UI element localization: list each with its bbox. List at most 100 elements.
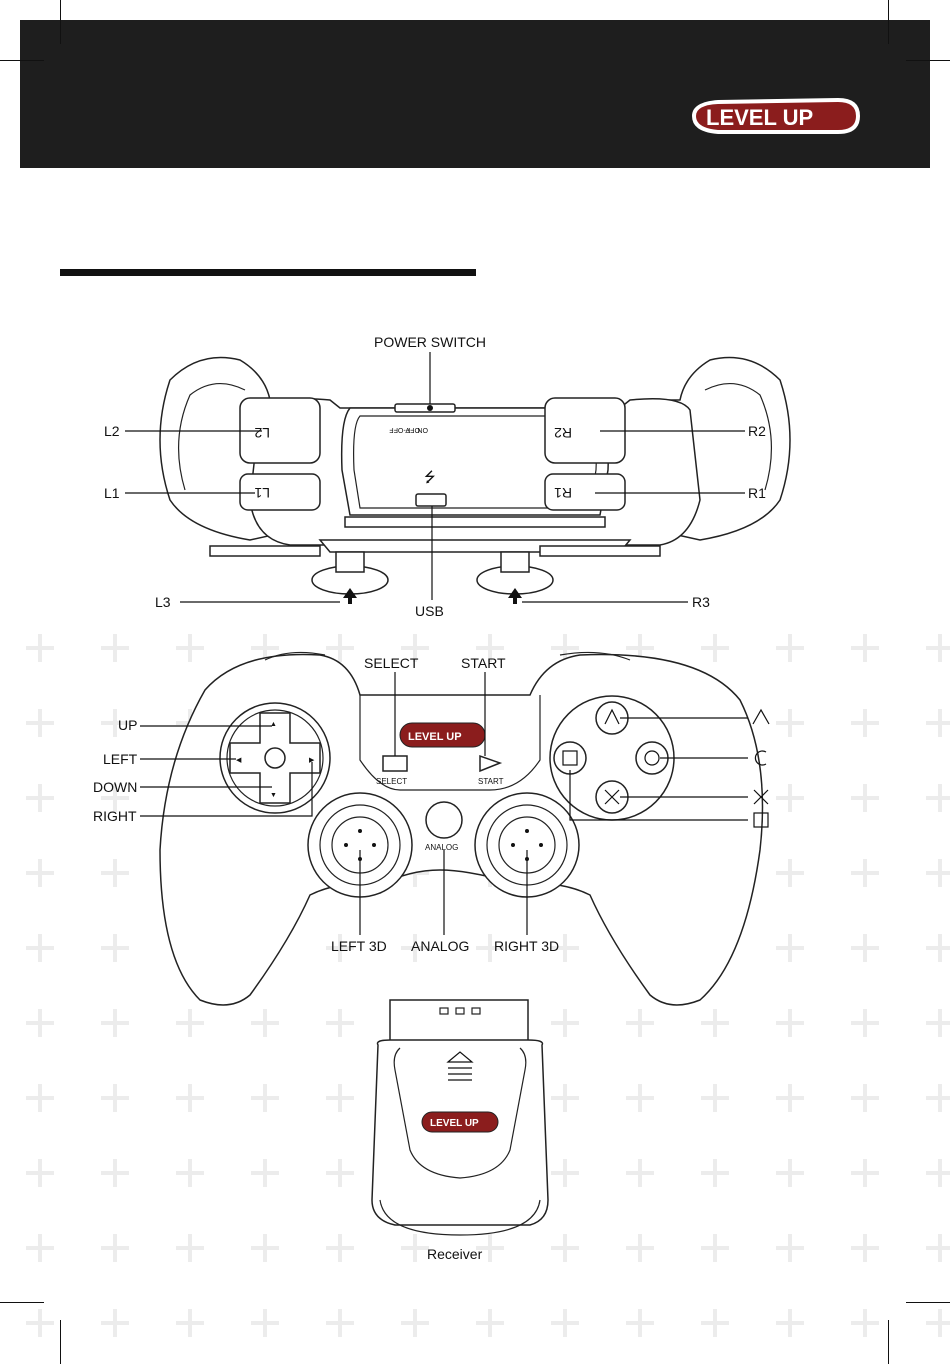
plus-mark	[101, 1159, 129, 1187]
plus-mark	[401, 1309, 429, 1337]
plus-mark	[251, 1009, 279, 1037]
plus-mark	[851, 709, 879, 737]
plus-mark	[926, 1234, 950, 1262]
plus-mark	[476, 1309, 504, 1337]
plus-mark	[326, 1009, 354, 1037]
plus-mark	[851, 634, 879, 662]
analog-small-label: ANALOG	[425, 843, 458, 852]
plus-mark	[326, 1159, 354, 1187]
plus-mark	[26, 934, 54, 962]
switch-on-label: ON	[418, 426, 429, 433]
l1-button	[240, 474, 320, 510]
plus-mark	[926, 784, 950, 812]
plus-mark	[926, 1159, 950, 1187]
left-callout: LEFT	[103, 751, 138, 767]
plus-mark	[851, 784, 879, 812]
plus-mark	[551, 1309, 579, 1337]
plus-mark	[776, 1159, 804, 1187]
plus-mark	[251, 1309, 279, 1337]
receiver: LEVEL UP Receiver	[372, 1000, 548, 1262]
plus-mark	[776, 1009, 804, 1037]
receiver-caption: Receiver	[427, 1246, 483, 1262]
plus-mark	[626, 1084, 654, 1112]
right-callout: RIGHT	[93, 808, 137, 824]
plus-mark	[701, 1009, 729, 1037]
body-logo-text: LEVEL UP	[408, 731, 462, 743]
plus-mark	[851, 934, 879, 962]
plus-mark	[776, 709, 804, 737]
plus-mark	[551, 1084, 579, 1112]
plus-mark	[776, 934, 804, 962]
plus-mark	[26, 1159, 54, 1187]
usb-icon: ⭍	[424, 470, 436, 486]
plus-mark	[701, 634, 729, 662]
plus-mark	[176, 1309, 204, 1337]
square-button	[554, 742, 586, 774]
plus-mark	[776, 859, 804, 887]
plus-mark	[101, 934, 129, 962]
plus-mark	[926, 634, 950, 662]
plus-mark	[251, 1234, 279, 1262]
plus-mark	[551, 1009, 579, 1037]
plus-mark	[701, 1084, 729, 1112]
r1-button-label: R1	[554, 485, 572, 501]
plus-mark	[176, 1009, 204, 1037]
l1-callout: L1	[104, 485, 120, 501]
analog-button	[426, 802, 462, 838]
plus-mark	[326, 1309, 354, 1337]
start-small-label: START	[478, 777, 504, 786]
plus-mark	[701, 1159, 729, 1187]
plus-mark	[926, 1309, 950, 1337]
l3-callout: L3	[155, 594, 171, 610]
r3-callout: R3	[692, 594, 710, 610]
triangle-symbol-icon	[753, 710, 769, 724]
plus-mark	[926, 709, 950, 737]
receiver-logo-text: LEVEL UP	[430, 1118, 479, 1129]
select-button	[383, 756, 407, 771]
plus-mark	[551, 1159, 579, 1187]
plus-mark	[251, 1084, 279, 1112]
plus-mark	[176, 634, 204, 662]
l2-callout: L2	[104, 423, 120, 439]
plus-mark	[26, 1234, 54, 1262]
left-3d-callout: LEFT 3D	[331, 938, 387, 954]
plus-mark	[626, 1309, 654, 1337]
plus-mark	[626, 1159, 654, 1187]
plus-mark	[776, 784, 804, 812]
controller-front-view: LEVEL UP ▲ ▼ ◀ ▶ SELECT START ANALOG	[93, 652, 769, 1005]
plus-mark	[401, 1234, 429, 1262]
plus-mark	[101, 1234, 129, 1262]
plus-mark	[926, 1084, 950, 1112]
plus-mark	[551, 1234, 579, 1262]
plus-mark	[26, 1309, 54, 1337]
plus-mark	[851, 1159, 879, 1187]
plus-mark	[176, 1159, 204, 1187]
plus-mark	[326, 1084, 354, 1112]
plus-mark	[851, 1009, 879, 1037]
plus-mark	[26, 1009, 54, 1037]
plus-mark	[701, 1309, 729, 1337]
plus-mark	[776, 1309, 804, 1337]
plus-mark	[926, 859, 950, 887]
switch-voff-label: V-OFF	[389, 426, 410, 433]
plus-mark	[26, 859, 54, 887]
plus-mark	[101, 1309, 129, 1337]
analog-callout: ANALOG	[411, 938, 469, 954]
body-logo: LEVEL UP	[400, 723, 485, 747]
plus-mark	[176, 1084, 204, 1112]
select-small-label: SELECT	[376, 777, 407, 786]
plus-mark	[251, 1159, 279, 1187]
plus-mark	[776, 1084, 804, 1112]
plus-mark	[176, 1234, 204, 1262]
dpad-up-icon: ▲	[270, 721, 277, 728]
dpad-down-icon: ▼	[270, 792, 277, 799]
plus-mark	[851, 1309, 879, 1337]
plus-mark	[326, 1234, 354, 1262]
l2-button-label: L2	[254, 425, 270, 441]
plus-mark	[851, 859, 879, 887]
plus-mark	[851, 1084, 879, 1112]
plus-mark	[701, 1234, 729, 1262]
dpad-left-icon: ◀	[236, 757, 242, 764]
plus-mark	[26, 784, 54, 812]
